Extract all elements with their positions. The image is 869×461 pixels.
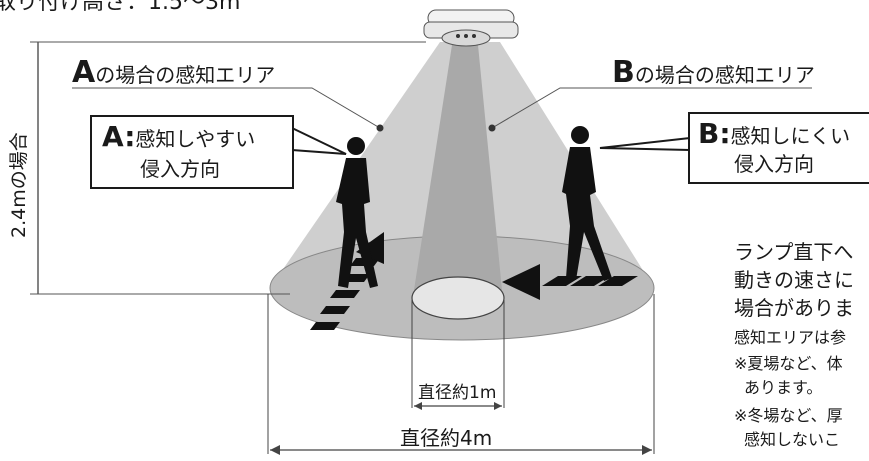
- callout-b-line2: 侵入方向: [734, 152, 814, 176]
- callout-a-pointer: [291, 127, 347, 155]
- callout-a-line1: 感知しやすい: [135, 127, 256, 151]
- area-a-label: Aの場合の感知エリア: [72, 58, 275, 88]
- area-b-leader: [491, 87, 812, 129]
- area-b-text: の場合の感知エリア: [634, 63, 815, 87]
- area-b-label: Bの場合の感知エリア: [612, 58, 815, 88]
- note-line-7: ※冬場など、厚: [734, 406, 843, 425]
- callout-b-letter: B:: [698, 117, 731, 150]
- outer-diameter-arrow-right: [642, 445, 652, 455]
- outer-diameter-label: 直径約4m: [400, 426, 493, 450]
- callout-b: B:感知しにくい 侵入方向: [688, 112, 869, 184]
- note-line-1: ランプ直下へ: [734, 242, 854, 264]
- callout-b-line1-wrap: B:感知しにくい: [698, 120, 850, 148]
- inner-diameter-arrow-left: [414, 402, 422, 410]
- callout-a-letter: A:: [102, 120, 136, 153]
- callout-a-line2: 侵入方向: [140, 157, 220, 181]
- note-line-4: 感知エリアは参: [734, 328, 847, 347]
- inner-diameter-arrow-right: [494, 402, 502, 410]
- callout-b-line1: 感知しにくい: [730, 124, 851, 148]
- note-line-2: 動きの速さに: [734, 268, 854, 292]
- callout-a-line1-wrap: A:感知しやすい: [102, 123, 255, 151]
- arrow-b-icon: [502, 264, 638, 300]
- person-silhouette-icon: [562, 126, 612, 281]
- note-line-3: 場合がありま: [734, 296, 854, 320]
- area-a-letter: A: [72, 55, 96, 90]
- notes-panel: ランプ直下へ 動きの速さに 場合がありま 感知エリアは参 ※夏場など、体 ありま…: [734, 242, 869, 461]
- callout-b-pointer: [599, 137, 691, 151]
- area-a-marker: [376, 124, 384, 132]
- note-line-6: あります。: [744, 378, 823, 397]
- outer-diameter-arrow-left: [270, 445, 280, 455]
- callout-a: A:感知しやすい 侵入方向: [90, 115, 294, 189]
- inner-detection-cone: [414, 45, 502, 290]
- mount-height-text: 取り付け高さ：1.5〜3m: [0, 0, 241, 15]
- note-line-5: ※夏場など、体: [734, 354, 843, 373]
- note-line-8: 感知しないこ: [744, 430, 841, 449]
- person-silhouette-icon: [336, 137, 378, 288]
- area-a-text: の場合の感知エリア: [95, 63, 276, 87]
- area-b-letter: B: [612, 55, 635, 90]
- motion-sensor-icon: [423, 9, 519, 47]
- inner-diameter-label: 直径約1m: [418, 383, 497, 403]
- height-label: 2.4mの場合: [8, 132, 30, 238]
- area-b-marker: [488, 124, 496, 132]
- inner-detection-floor: [411, 276, 505, 320]
- area-a-leader: [72, 87, 381, 129]
